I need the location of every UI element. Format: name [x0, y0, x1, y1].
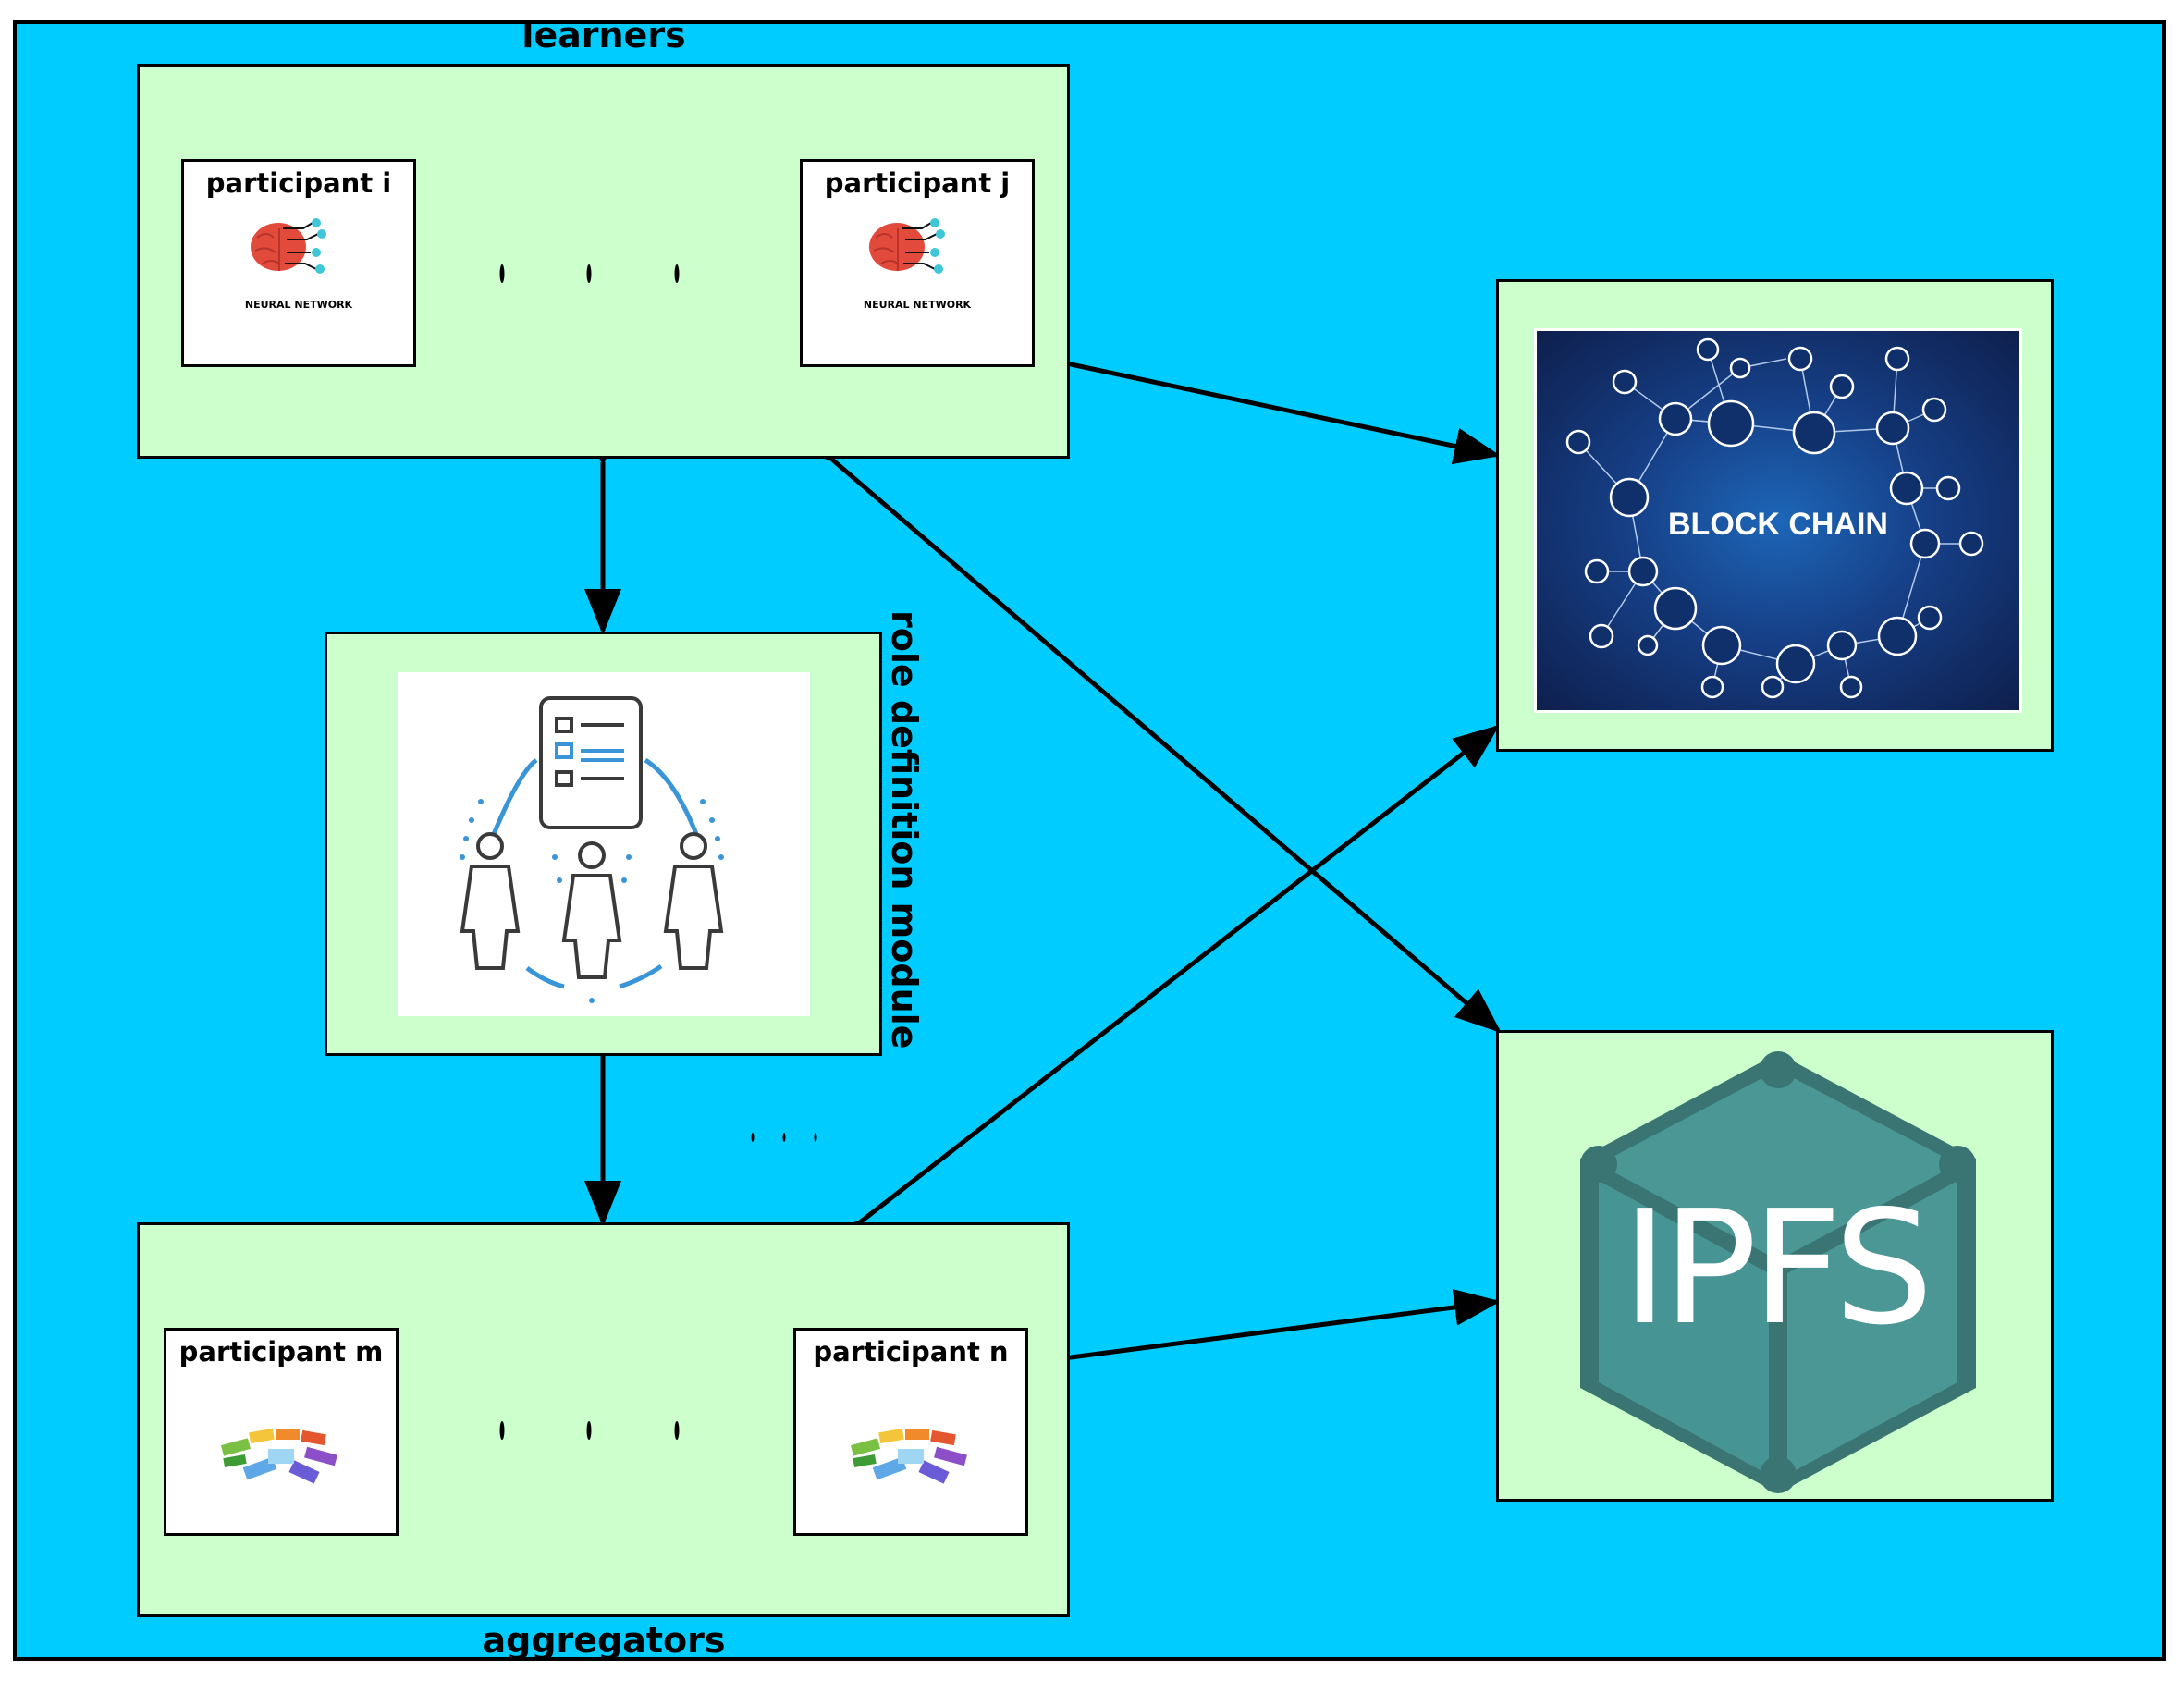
ipfs-label: IPFS: [1621, 1177, 1933, 1360]
arrow-aggregators-ipfs: [1026, 1288, 1501, 1381]
neural-network-icon: [869, 218, 945, 274]
aggregators-title: aggregators: [482, 1620, 726, 1661]
neural-network-caption: NEURAL NETWORK: [244, 299, 353, 311]
participant-n-card: participant n: [793, 1328, 1028, 1536]
team-roles-icon: [460, 696, 724, 1003]
role-illustration: [398, 672, 810, 1016]
ellipsis-small: [751, 1133, 817, 1142]
role-definition-box: [325, 632, 882, 1056]
participant-i-label: participant i: [205, 167, 392, 199]
participant-m-label: participant m: [178, 1336, 384, 1368]
neural-network-icon: [251, 218, 326, 274]
arrow-learners-ipfs: [788, 418, 1502, 1034]
participant-j-label: participant j: [824, 167, 1011, 199]
blockchain-label: BLOCK CHAIN: [1668, 507, 1888, 542]
aggregation-puzzle-icon: [220, 1428, 337, 1484]
ipfs-box: IPFS: [1496, 1030, 2054, 1502]
participant-i-card: participant i NEURAL NETWORK: [181, 159, 416, 367]
aggregation-puzzle-icon: [850, 1428, 967, 1484]
participant-n-label: participant n: [813, 1336, 1009, 1368]
blockchain-image: BLOCK CHAIN: [1534, 328, 2022, 713]
blockchain-network-icon: [1565, 337, 1984, 699]
arrow-aggregators-blockchain: [816, 724, 1500, 1263]
role-module-title: role definition module: [884, 610, 925, 1049]
arrow-learners-blockchain: [1025, 337, 1501, 465]
learners-box: participant i NEURAL NETWORK participant…: [137, 64, 1070, 459]
participant-j-card: participant j NEURAL NETWORK: [800, 159, 1035, 367]
participant-m-card: participant m: [164, 1328, 399, 1536]
neural-network-caption: NEURAL NETWORK: [863, 299, 972, 311]
learners-title: learners: [521, 15, 686, 55]
blockchain-box: BLOCK CHAIN: [1496, 279, 2054, 752]
aggregators-box: participant m participant n: [137, 1222, 1070, 1617]
ipfs-logo-icon: [1580, 1051, 1976, 1493]
